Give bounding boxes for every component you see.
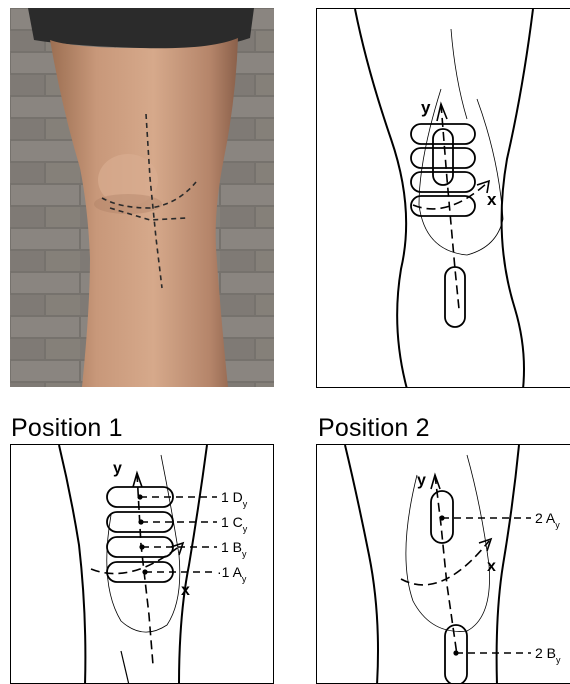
label-1ay: ·1 Ay (217, 564, 247, 584)
position-2-panel: y x 2 Ay 2 By (316, 444, 570, 684)
x-axis-label: x (487, 558, 496, 575)
y-axis-label: y (113, 460, 122, 477)
label-1dy: 1 Dy (221, 489, 248, 509)
position-1-diagram: y x 1 Dy 1 Cy 1 By ·1 Ay (11, 445, 274, 684)
position-1-panel: y x 1 Dy 1 Cy 1 By ·1 Ay (10, 444, 274, 684)
label-2ay: 2 Ay (535, 510, 560, 530)
x-axis-label: x (487, 190, 497, 209)
knee-photo-image (10, 8, 274, 387)
label-1cy: 1 Cy (221, 514, 248, 534)
knee-diagram-panel: y x (316, 8, 570, 388)
label-2by: 2 By (535, 645, 561, 665)
y-axis-label: y (421, 98, 431, 117)
knee-diagram: y x (317, 9, 570, 388)
position-2-title: Position 2 (318, 415, 430, 441)
position-1-title: Position 1 (11, 415, 123, 441)
x-axis-label: x (181, 582, 190, 599)
position-2-diagram: y x 2 Ay 2 By (317, 445, 570, 684)
sensor-strip (411, 148, 475, 168)
label-1by: 1 By (221, 539, 247, 559)
knee-photo (10, 8, 274, 387)
y-axis-label: y (417, 472, 426, 489)
